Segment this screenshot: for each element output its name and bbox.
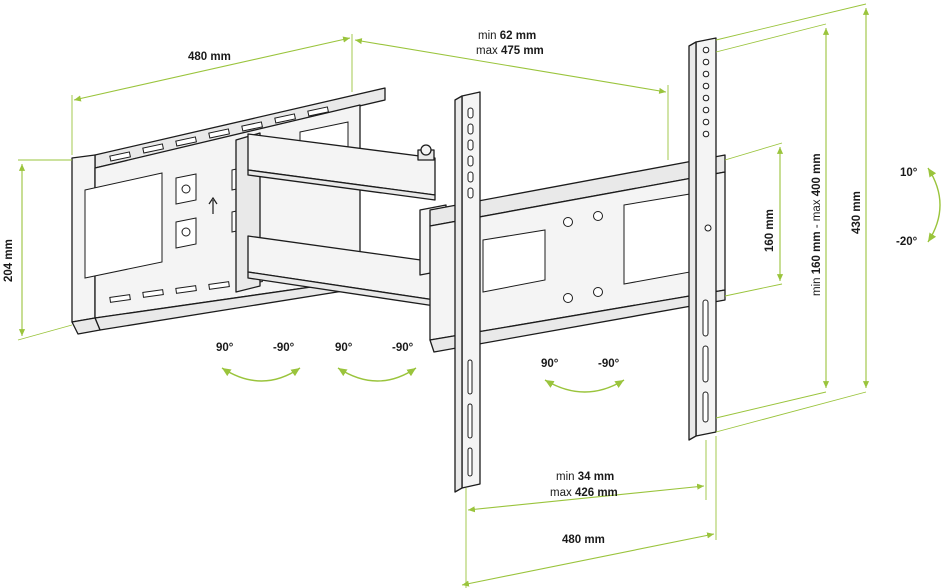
hole-spacing-label: 160 mm (764, 209, 776, 252)
dimension-labels: 480 mm min 62 mm max 475 mm 204 mm min 1… (3, 30, 863, 546)
tilt-knob (420, 144, 432, 156)
tv-plate-width-label: 480 mm (562, 534, 605, 546)
wall-plate (71, 87, 386, 335)
right-vertical-rail (688, 37, 717, 441)
arm1-rotation-arc (221, 367, 301, 382)
swivel-rotation-arc (544, 379, 625, 393)
left-vertical-rail (454, 91, 481, 493)
arm1-pos-label: 90° (216, 342, 234, 354)
horizontal-max-label: max 426 mm (550, 487, 618, 499)
swivel-pos-label: 90° (541, 358, 559, 370)
rotation-labels: 90° -90° 90° -90° 90° -90° 10° -20° (216, 167, 918, 370)
rotation-arcs (221, 167, 941, 393)
extension-min-label: min 62 mm (478, 30, 536, 42)
horizontal-min-label: min 34 mm (556, 471, 614, 483)
arm1-neg-label: -90° (273, 342, 295, 354)
vertical-range-label: min 160 mm - max 400 mm (811, 153, 823, 296)
dimension-lines (17, 3, 870, 588)
tv-crossbar (429, 154, 726, 353)
tilt-down-label: -20° (896, 236, 918, 248)
tilt-arc (927, 167, 941, 243)
rail-height-label: 430 mm (851, 191, 863, 234)
arm2-rotation-arc (337, 367, 417, 382)
extension-max-label: max 475 mm (476, 45, 544, 57)
tilt-up-label: 10° (900, 167, 918, 179)
arm2-pos-label: 90° (335, 342, 353, 354)
wall-plate-height-label: 204 mm (3, 239, 15, 282)
arm2-neg-label: -90° (392, 342, 414, 354)
swivel-neg-label: -90° (598, 358, 620, 370)
up-arrow-icon (208, 196, 218, 214)
wall-plate-width-label: 480 mm (188, 51, 231, 63)
